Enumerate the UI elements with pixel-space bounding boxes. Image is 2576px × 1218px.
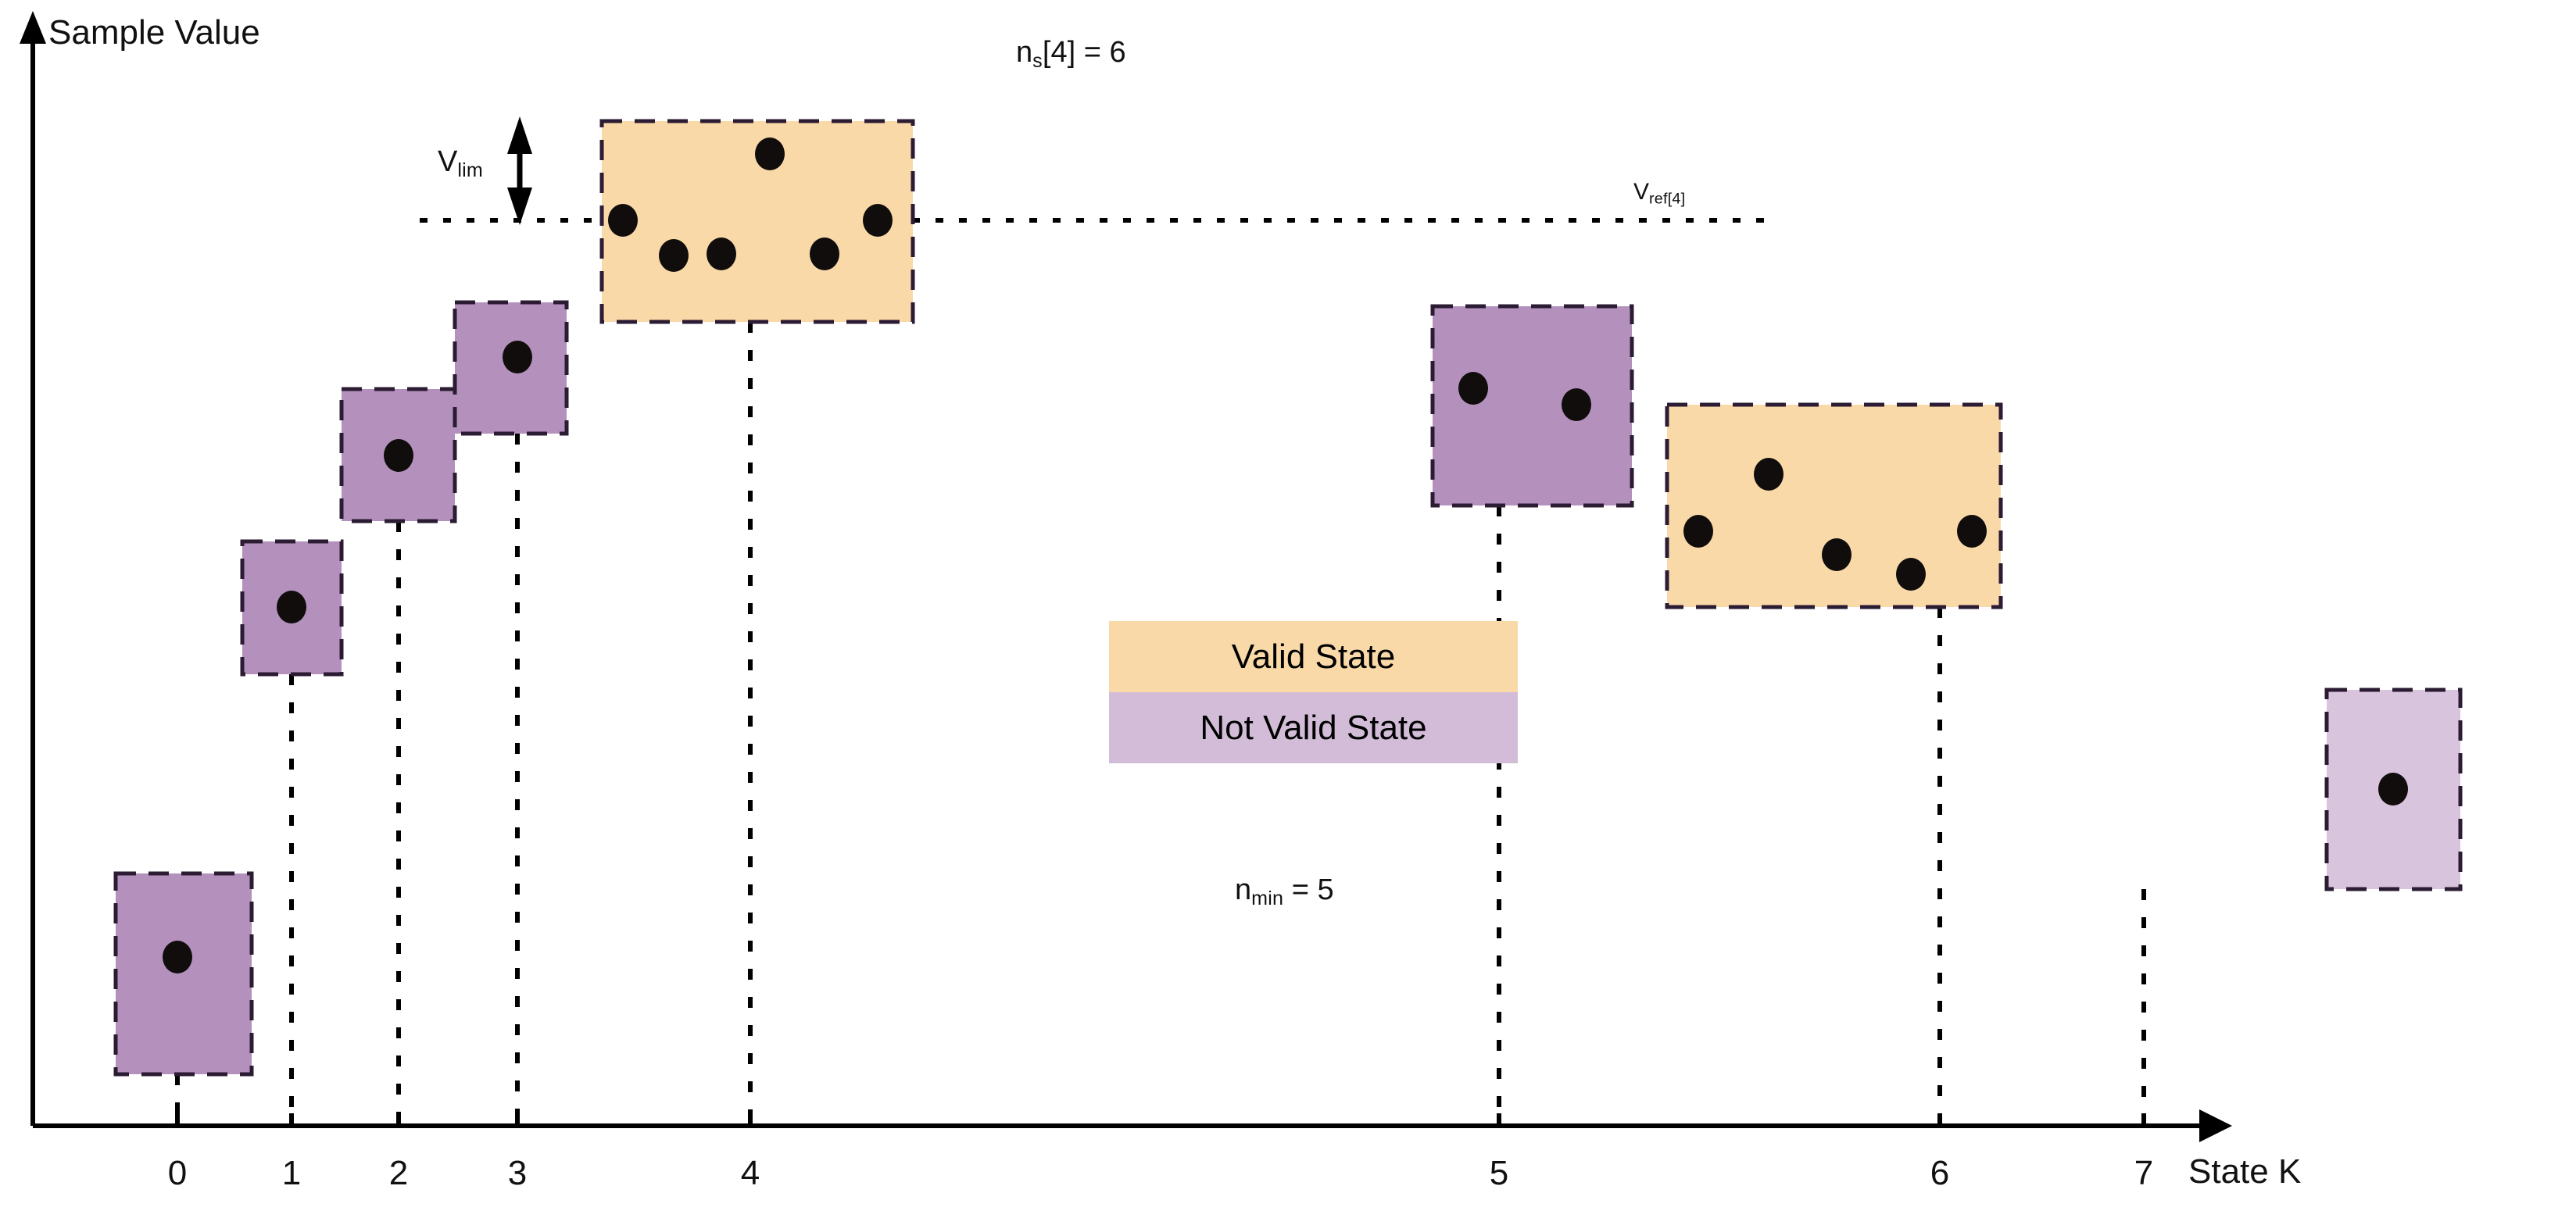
sample-point-state-0-0 xyxy=(163,941,192,973)
valid-state-box-6 xyxy=(1665,402,2003,609)
sample-point-state-6-3 xyxy=(1896,558,1926,591)
x-tick-label-1: 1 xyxy=(281,1154,302,1192)
vref4-annotation: Vref[4] xyxy=(1633,180,1685,207)
y-axis-title: Sample Value xyxy=(48,13,260,52)
vlim-annotation: Vlim xyxy=(438,147,483,180)
sample-point-state-4-1 xyxy=(659,239,689,272)
x-axis-title: State K xyxy=(2188,1152,2302,1191)
vref4-annotation-subscript: ref[4] xyxy=(1649,190,1686,208)
y-axis-arrowhead xyxy=(20,11,46,44)
x-tick-label-3: 3 xyxy=(507,1154,528,1192)
nmin-annotation-subscript: min xyxy=(1251,888,1284,910)
ns4-annotation: ns[4] = 6 xyxy=(1016,38,1126,71)
vlim-annotation-base: V xyxy=(438,145,458,178)
sample-point-state-4-0 xyxy=(608,204,638,237)
sample-point-state-4-4 xyxy=(810,238,839,270)
sample-point-state-1-0 xyxy=(277,591,306,623)
sample-point-state-6-0 xyxy=(1683,515,1713,548)
x-tick-label-7: 7 xyxy=(2134,1154,2154,1192)
sample-point-state-5-1 xyxy=(1562,388,1591,421)
legend-valid-label: Valid State xyxy=(1231,637,1396,676)
sample-point-state-4-3 xyxy=(755,138,785,170)
nmin-annotation-base: n xyxy=(1235,873,1252,906)
x-axis-arrowhead xyxy=(2199,1109,2232,1142)
nmin-annotation-rest: = 5 xyxy=(1283,873,1334,906)
ns4-annotation-rest: [4] = 6 xyxy=(1042,36,1126,69)
x-tick-label-2: 2 xyxy=(388,1154,409,1192)
sample-point-state-4-5 xyxy=(863,204,893,237)
vlim-arrow-head-up xyxy=(507,116,532,154)
sample-point-state-4-2 xyxy=(707,238,736,270)
vlim-arrow-head-down xyxy=(507,188,532,225)
invalid-state-box-0 xyxy=(113,871,254,1077)
x-tick-label-0: 0 xyxy=(167,1154,188,1192)
legend-invalid-swatch: Not Valid State xyxy=(1109,692,1518,763)
invalid-state-box-5 xyxy=(1430,304,1634,508)
legend-valid-swatch: Valid State xyxy=(1109,621,1518,692)
sample-point-state-6-4 xyxy=(1957,515,1987,548)
sample-point-state-5-0 xyxy=(1458,372,1488,405)
sample-point-state-7-0 xyxy=(2378,773,2408,805)
vref4-annotation-base: V xyxy=(1633,179,1650,205)
vlim-annotation-subscript: lim xyxy=(457,159,483,182)
sample-point-state-6-2 xyxy=(1822,538,1852,571)
nmin-annotation: nmin = 5 xyxy=(1235,875,1334,909)
ns4-annotation-base: n xyxy=(1016,36,1033,69)
sample-point-state-3-0 xyxy=(503,341,532,373)
sample-point-state-6-1 xyxy=(1754,458,1784,491)
x-tick-label-5: 5 xyxy=(1489,1154,1509,1192)
sample-point-state-2-0 xyxy=(384,439,413,472)
legend-invalid-label: Not Valid State xyxy=(1200,708,1427,747)
x-tick-label-4: 4 xyxy=(740,1154,760,1192)
ns4-annotation-subscript: s xyxy=(1032,50,1043,73)
x-tick-label-6: 6 xyxy=(1930,1154,1950,1192)
